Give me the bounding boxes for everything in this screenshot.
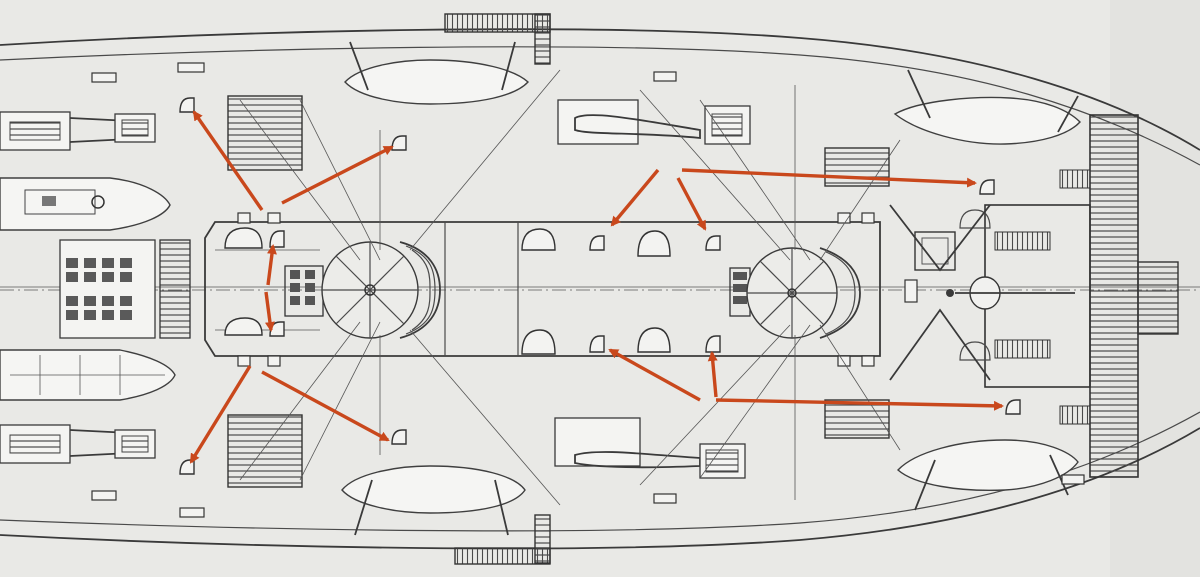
capstan-aft bbox=[746, 247, 861, 339]
capstan-forward bbox=[321, 241, 441, 339]
arrow-to-vent-deckhouse-left-lower bbox=[608, 348, 701, 402]
arrow-to-vent-aft-upper bbox=[681, 168, 977, 188]
arrow-to-vent-deckhouse-right-lower bbox=[707, 351, 718, 398]
gun-carriage-upper-left bbox=[0, 111, 156, 151]
rigging-lines bbox=[239, 69, 901, 506]
aft-deckhouse bbox=[959, 169, 1091, 425]
deck-fittings bbox=[91, 62, 1085, 518]
arrow-to-vent-lower-middle bbox=[261, 370, 390, 442]
hatch-lower-left bbox=[227, 414, 303, 488]
hatch-upper-left bbox=[227, 95, 303, 171]
davit-boat-top-right bbox=[893, 69, 1081, 145]
arrow-down-center-left bbox=[264, 291, 275, 332]
steering-gear bbox=[889, 204, 1075, 381]
arrow-up-center-left bbox=[266, 244, 277, 286]
deck-vents bbox=[179, 97, 1021, 475]
davit-boat-top-middle bbox=[344, 41, 529, 105]
arrow-to-vent-upper-middle bbox=[281, 145, 394, 205]
ship-boat-lower-left bbox=[0, 349, 176, 401]
arrow-to-vent-lower-left bbox=[189, 365, 252, 464]
gun-carriage-lower-right bbox=[554, 417, 746, 479]
skylight-left bbox=[284, 265, 324, 317]
gun-carriage-lower-left bbox=[0, 424, 156, 464]
annotation-arrows bbox=[189, 110, 1004, 464]
arrow-to-vent-deckhouse-right-upper bbox=[676, 177, 707, 231]
gun-carriage-upper-right bbox=[557, 99, 751, 145]
ship-boat-upper-left bbox=[0, 177, 171, 231]
hatch-lower-right bbox=[824, 399, 890, 439]
stern-transom bbox=[1089, 114, 1179, 478]
arrow-to-vent-deckhouse-left-upper bbox=[610, 168, 660, 227]
cathead-top bbox=[444, 13, 551, 65]
cathead-bottom bbox=[454, 514, 551, 565]
davit-boat-bottom-middle bbox=[341, 465, 526, 536]
davit-boat-bottom-right bbox=[896, 439, 1079, 511]
arrow-to-vent-aft-lower bbox=[715, 398, 1004, 411]
bitts-left bbox=[59, 239, 191, 339]
arrow-to-vent-upper-left bbox=[192, 110, 264, 211]
